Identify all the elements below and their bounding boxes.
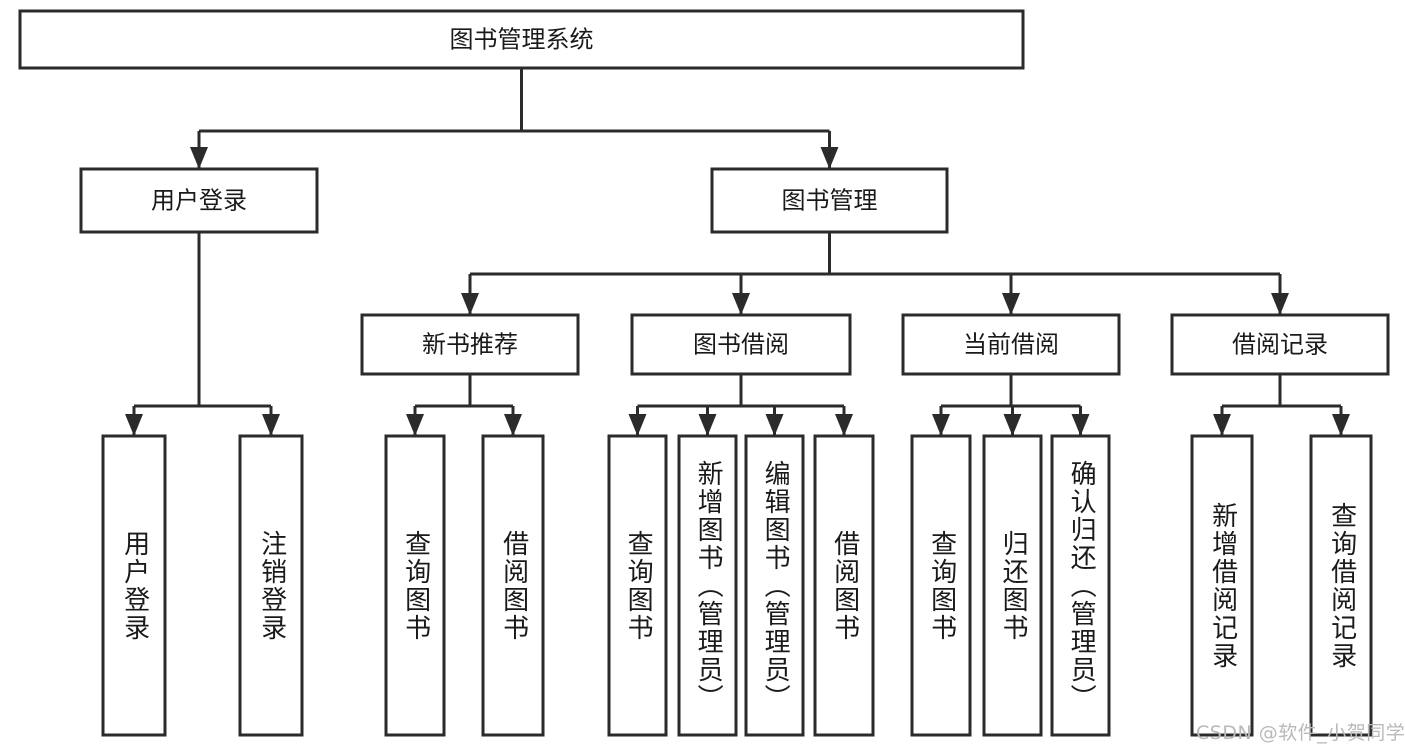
arrow-head-icon — [698, 414, 717, 436]
arrow-head-icon — [262, 414, 280, 436]
node-label-root: 图书管理系统 — [450, 26, 594, 54]
node-box-user-login[interactable] — [79, 167, 319, 234]
node-box-leaf-query-book-3[interactable] — [910, 434, 972, 737]
arrow-head-icon — [765, 414, 784, 436]
connectors-layer — [125, 68, 1350, 436]
node-label-current-borrow: 当前借阅 — [963, 331, 1059, 359]
node-box-leaf-add-book[interactable] — [677, 434, 738, 737]
node-box-leaf-query-book-2[interactable] — [607, 434, 668, 737]
node-label-new-book-recommend: 新书推荐 — [422, 331, 518, 359]
watermark-text: CSDN @软件_小贺同学 — [1196, 722, 1405, 744]
node-box-leaf-borrow-book-2[interactable] — [813, 434, 875, 737]
node-box-book-borrow[interactable] — [630, 313, 852, 376]
node-label-book-manage: 图书管理 — [782, 187, 878, 215]
node-box-leaf-confirm-return[interactable] — [1050, 434, 1111, 737]
node-label-user-login: 用户登录 — [151, 187, 247, 215]
boxes-layer — [18, 9, 1390, 737]
node-box-current-borrow[interactable] — [901, 313, 1121, 376]
arrow-head-icon — [1213, 414, 1231, 436]
node-label-book-borrow: 图书借阅 — [693, 331, 789, 359]
arrow-head-icon — [461, 293, 479, 315]
arrow-head-icon — [406, 414, 424, 436]
arrow-head-icon — [835, 414, 853, 436]
node-box-new-book-recommend[interactable] — [360, 313, 580, 376]
node-box-leaf-query-record[interactable] — [1309, 434, 1373, 737]
arrow-head-icon — [1002, 293, 1020, 315]
arrow-head-icon — [190, 147, 208, 169]
node-box-leaf-edit-book[interactable] — [744, 434, 805, 737]
node-box-book-manage[interactable] — [710, 167, 949, 234]
node-box-leaf-return-book[interactable] — [982, 434, 1043, 737]
arrow-head-icon — [1271, 293, 1289, 315]
arrow-head-icon — [732, 293, 750, 315]
node-box-leaf-query-book-1[interactable] — [384, 434, 446, 737]
node-box-leaf-add-record[interactable] — [1190, 434, 1254, 737]
node-box-root[interactable] — [18, 9, 1025, 70]
node-box-borrow-record[interactable] — [1170, 313, 1390, 376]
arrow-head-icon — [1071, 414, 1090, 436]
arrow-head-icon — [1003, 414, 1022, 436]
node-box-leaf-user-logout[interactable] — [238, 434, 304, 737]
arrow-head-icon — [504, 414, 522, 436]
arrow-head-icon — [1332, 414, 1350, 436]
arrow-head-icon — [125, 414, 143, 436]
arrow-head-icon — [628, 414, 647, 436]
arrow-head-icon — [820, 147, 839, 169]
node-box-leaf-borrow-book-1[interactable] — [481, 434, 545, 737]
node-box-leaf-user-login[interactable] — [101, 434, 167, 737]
arrow-head-icon — [932, 414, 950, 436]
node-label-borrow-record: 借阅记录 — [1232, 331, 1328, 359]
